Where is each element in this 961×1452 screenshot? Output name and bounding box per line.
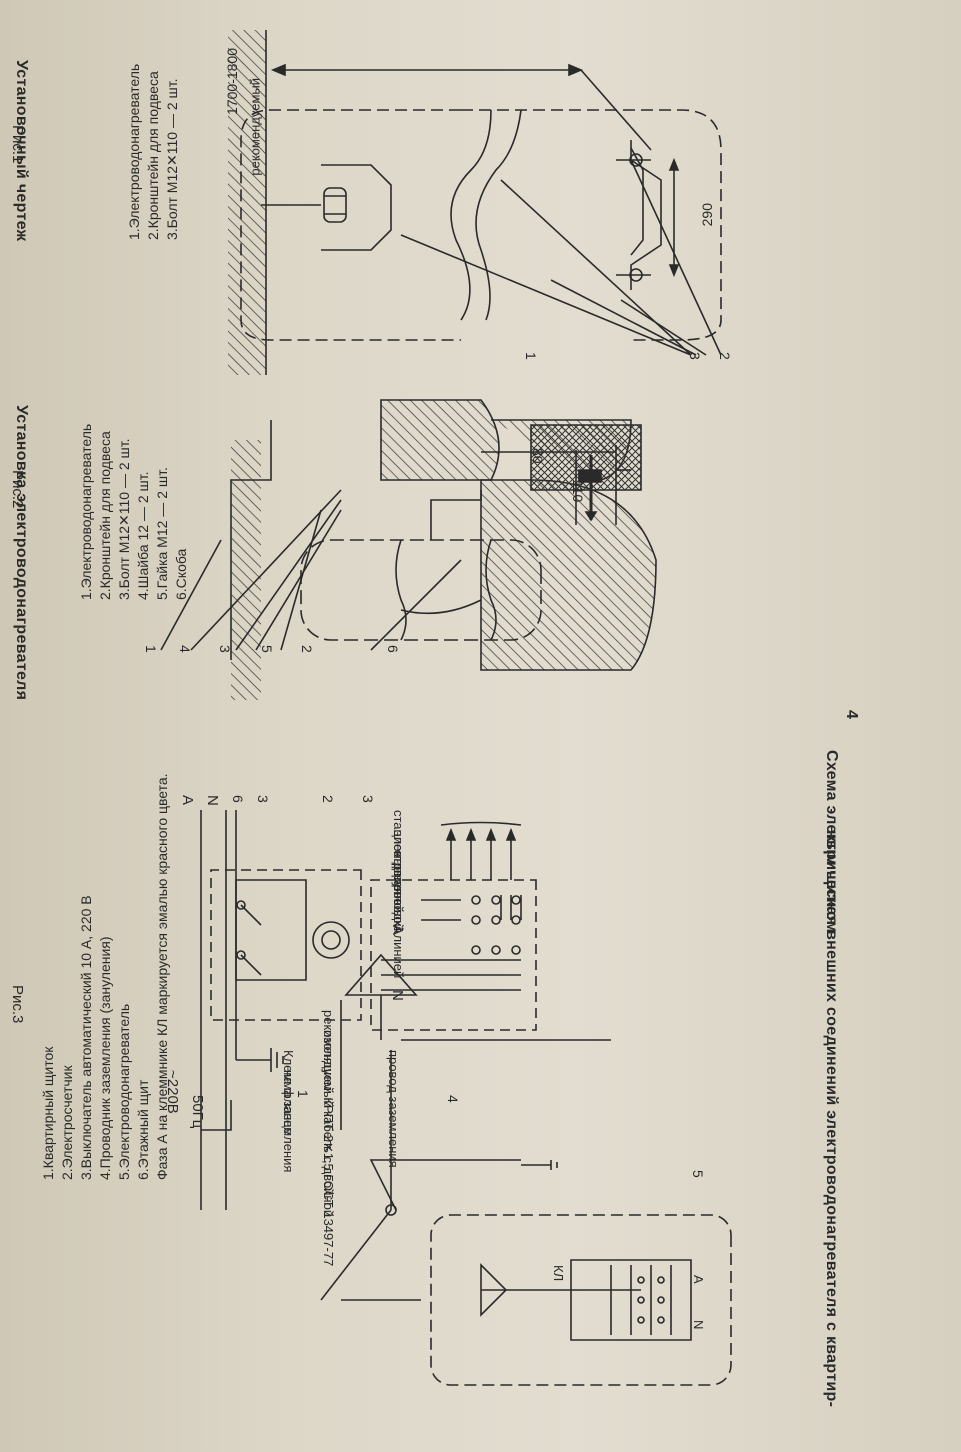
fig1-legend-item: 2.Кронштейн для подвеса bbox=[145, 71, 161, 240]
fig3-legend-item: Фаза А на клеммнике КЛ маркируется эмаль… bbox=[154, 773, 170, 1180]
fig2-floor-hatch bbox=[231, 440, 261, 700]
fig2-wall-main bbox=[481, 480, 656, 670]
fig3-legend-item: 5.Электроводонагреватель bbox=[116, 1003, 132, 1180]
fig3-label-n: N bbox=[204, 795, 221, 806]
fig3-kl-label: КЛ bbox=[551, 1265, 566, 1282]
fig1-break-line bbox=[451, 110, 491, 320]
fig3-heater-box bbox=[431, 1215, 731, 1385]
fig2-legend-item: 6.Скоба bbox=[173, 548, 189, 600]
fig2-legend-item: 1.Электроводонагреватель bbox=[78, 423, 94, 600]
fig3-legend-item: 1.Квартирный щиток bbox=[40, 1046, 56, 1180]
fig3-terminal-a: A bbox=[691, 1275, 706, 1284]
fig3-callout-3b: 3 bbox=[360, 795, 376, 803]
fig2-legend-item: 2.Кронштейн для подвеса bbox=[97, 431, 113, 600]
fig1-installation-drawing bbox=[228, 30, 721, 375]
fig2-title: Установка электроводонагревателя bbox=[13, 405, 30, 701]
fig1-callout-1: 1 bbox=[523, 352, 539, 360]
fig1-callout-3: 3 bbox=[687, 352, 703, 360]
fig1-wall-hatch bbox=[228, 30, 266, 375]
fig3-callout-3a: 3 bbox=[255, 795, 271, 803]
fig1-caption: Рис.1 bbox=[9, 125, 26, 164]
fig3-ground-wire: провод заземления bbox=[386, 1050, 401, 1168]
fig1-legend-item: 3.Болт М12✕110 — 2 шт. bbox=[164, 78, 180, 240]
fig3-panel-box bbox=[211, 870, 361, 1020]
fig3-title-line2: ным щитком bbox=[823, 830, 840, 933]
fig2-wall-upper bbox=[381, 400, 499, 480]
fig3-callout-2: 2 bbox=[320, 795, 336, 803]
fig3-terminal-block bbox=[571, 1260, 691, 1340]
fig2-heater-body bbox=[301, 540, 541, 640]
fig3-legend-item: 6.Этажный щит bbox=[135, 1079, 151, 1180]
fig2-legend-item: 5.Гайка М12 — 2 шт. bbox=[154, 467, 170, 600]
fig3-meter bbox=[313, 922, 349, 958]
fig1-legend: 1.Электроводонагреватель 2.Кронштейн для… bbox=[125, 64, 182, 240]
fig1-dim-290: 290 bbox=[699, 203, 716, 227]
fig2-plug bbox=[531, 425, 641, 490]
fig2-heater-mounting bbox=[161, 400, 656, 700]
fig3-switch-box bbox=[236, 880, 306, 980]
fig3-plug-a: A bbox=[389, 925, 406, 936]
fig1-legend-item: 1.Электроводонагреватель bbox=[126, 63, 142, 240]
fig3-callout-1: 1 bbox=[295, 1090, 311, 1098]
page-number: 4 bbox=[843, 710, 860, 720]
fig2-callout-5: 5 bbox=[259, 645, 275, 653]
fig3-ground-label-2: на фланце bbox=[281, 1070, 296, 1135]
fig3-callout-6: 6 bbox=[230, 795, 246, 803]
fig2-callout-2: 2 bbox=[299, 645, 315, 653]
fig2-callout-6: 6 bbox=[385, 645, 401, 653]
fig2-legend-item: 3.Болт М12✕110 — 2 шт. bbox=[116, 438, 132, 600]
fig3-plug-n: N bbox=[389, 990, 406, 1001]
fig3-label-a: A bbox=[179, 795, 196, 806]
fig3-legend-item: 3.Выключатель автоматический 10 А, 220 В bbox=[78, 895, 94, 1180]
fig3-cable-note-2: изоляцией КРПТ 2✕1,5 ГОСТ 13497-77 bbox=[321, 1030, 336, 1267]
fig2-callout-3: 3 bbox=[217, 645, 233, 653]
fig3-legend-item: 2.Электросчетчик bbox=[59, 1065, 75, 1180]
fig1-heater-body bbox=[241, 110, 461, 340]
fig3-callout-5: 5 bbox=[690, 1170, 706, 1178]
fig2-legend: 1.Электроводонагреватель 2.Кронштейн для… bbox=[77, 424, 191, 600]
fig3-terminal-n: N bbox=[691, 1320, 706, 1330]
fig2-caption: Рис.2 bbox=[9, 470, 26, 509]
fig2-callout-4: 4 bbox=[177, 645, 193, 653]
fig1-dim-total: 1700-1800 bbox=[224, 48, 241, 115]
fig3-caption: Рис.3 bbox=[9, 985, 26, 1024]
fig3-legend: 1.Квартирный щиток 2.Электросчетчик 3.Вы… bbox=[39, 773, 172, 1180]
fig2-dim-110: 110 bbox=[570, 480, 586, 503]
fig2-callout-1: 1 bbox=[143, 645, 159, 653]
fig3-breaker-box bbox=[371, 880, 536, 1030]
fig1-callout-2: 2 bbox=[717, 352, 733, 360]
fig3-breakers bbox=[472, 895, 521, 954]
fig3-wiring-diagram bbox=[201, 810, 731, 1385]
fig2-legend-item: 4.Шайба 12 — 2 шт. bbox=[135, 471, 151, 601]
fig2-dim-80: 80 bbox=[530, 448, 546, 464]
fig3-callout-4: 4 bbox=[445, 1095, 461, 1103]
fig3-legend-item: 4.Проводник заземления (зануления) bbox=[97, 936, 113, 1180]
fig1-mount bbox=[321, 165, 391, 250]
fig1-dim-note: рекомендуемый bbox=[247, 78, 263, 176]
fig3-frequency: 50Гц bbox=[189, 1095, 206, 1129]
